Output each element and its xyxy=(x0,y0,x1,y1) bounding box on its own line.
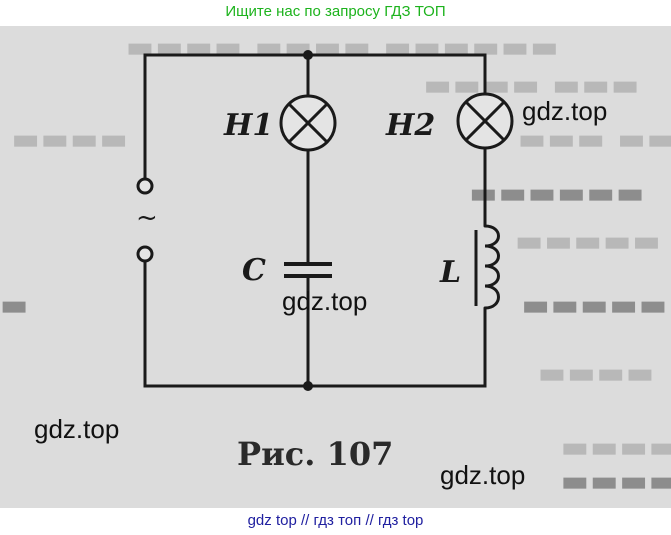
watermark-text: gdz.top xyxy=(522,96,608,126)
lamp-h2-symbol xyxy=(456,92,514,150)
bleed-through-text: ▬▬▬▬ ▬▬▬ xyxy=(0,68,641,103)
scanned-page: ▬▬▬▬ ▬▬▬▬ ▬▬▬▬▬▬ ▬▬▬▬ ▬▬▬ ▬▬▬▬ ▬▬▬ ▬▬▬▬▬… xyxy=(0,26,671,508)
watermark-text: gdz.top xyxy=(34,414,120,444)
bleed-through-text: ▬▬▬▬ xyxy=(0,464,671,499)
capacitor-symbol xyxy=(284,262,332,278)
wire-bottom xyxy=(143,256,487,388)
junction-dot-bottom xyxy=(303,381,313,391)
bleed-through-text: ▬▬▬▬▬ xyxy=(0,224,662,259)
lamp-h1-symbol xyxy=(279,94,337,152)
footer-link[interactable]: гдз top xyxy=(377,512,424,529)
source-terminal-bottom xyxy=(136,245,154,263)
watermark-text: gdz.top xyxy=(440,460,526,490)
bleed-through-text: ▬▬▬▬▬▬ xyxy=(0,176,646,211)
bleed-through-text: ▬▬▬▬ xyxy=(0,356,656,391)
label-h2: H2 xyxy=(385,108,435,143)
footer-separator: // xyxy=(365,512,374,529)
junction-dot-top xyxy=(303,50,313,60)
bleed-through-text: ▬▬▬▬ xyxy=(0,430,671,465)
figure-caption: Рис. 107 xyxy=(237,435,394,473)
bleed-through-text: ▬ ▬▬▬▬▬ xyxy=(0,288,669,323)
label-l: L xyxy=(439,255,461,290)
label-c: C xyxy=(242,253,266,288)
watermark-text: gdz.top xyxy=(282,286,368,316)
label-ac-source: ~ xyxy=(136,203,158,233)
inductor-symbol xyxy=(474,224,500,310)
footer-separator: // xyxy=(300,512,310,529)
bottom-banner: gdz top // гдз топ // гдз top xyxy=(0,508,671,535)
source-terminal-top xyxy=(136,177,154,195)
footer-link[interactable]: gdz top xyxy=(247,512,297,529)
bleed-through-text: ▬▬▬▬ ▬▬▬ ▬▬▬▬▬ xyxy=(11,122,671,157)
top-banner[interactable]: Ищите нас по запросу ГДЗ ТОП xyxy=(0,0,671,26)
footer-link[interactable]: гдз топ xyxy=(313,512,362,529)
wire-top xyxy=(143,53,487,184)
label-h1: H1 xyxy=(223,108,273,143)
